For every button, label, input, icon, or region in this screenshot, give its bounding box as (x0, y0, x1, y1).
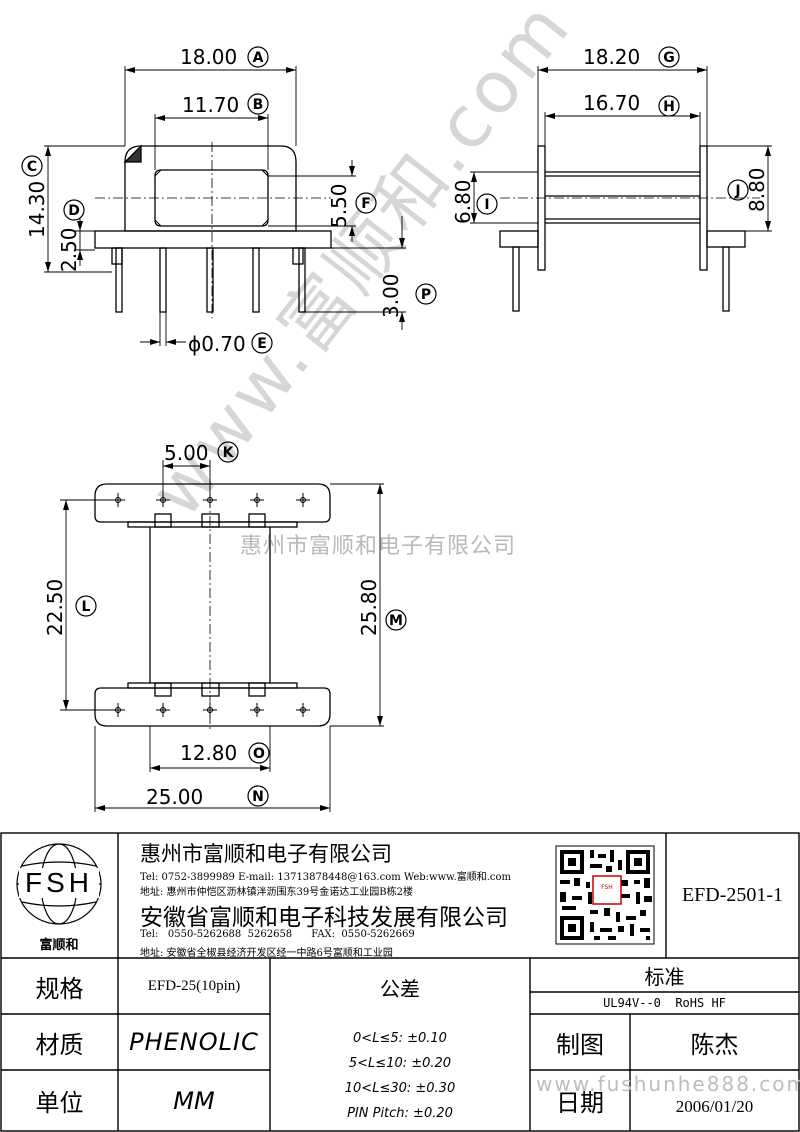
callout-D: D (68, 203, 80, 219)
company1-contact: Tel: 0752-3899989 E-mail: 13713878448@16… (140, 872, 511, 883)
site-watermark: www.fushunhe888.com (536, 1072, 800, 1096)
part-number: EFD-2501-1 (681, 884, 784, 906)
callout-E: E (257, 336, 267, 352)
dim-O-value: 12.80 (180, 741, 237, 765)
dimension-letters: A B C D F P E G H I J K L M O N (27, 50, 741, 805)
title-block: FSH FSH 富顺和 惠州市富顺和电子有限公司 Tel: 0752-38999… (0, 832, 800, 1132)
material-label: 材质 (35, 1030, 84, 1059)
dimension-labels: 18.00 11.70 14.30 2.50 5.50 3.00 ϕ0.70 1… (25, 45, 769, 809)
side-view (499, 145, 760, 312)
dim-G-value: 18.20 (583, 45, 640, 69)
callout-I: I (484, 197, 489, 213)
tolerance-line: PIN Pitch: ±0.20 (347, 1106, 453, 1121)
material-value: PHENOLIC (129, 1028, 259, 1056)
dim-C-value: 14.30 (25, 181, 49, 238)
spec-value: EFD-25(10pin) (147, 977, 241, 994)
dim-P-value: 3.00 (379, 273, 403, 318)
front-view-dimensions (44, 66, 406, 346)
callout-M: M (389, 613, 403, 629)
callout-J: J (734, 183, 740, 199)
callout-O: O (253, 746, 265, 762)
date-value: 2006/01/20 (675, 1096, 754, 1116)
top-view-pins (111, 493, 310, 717)
tolerance-line: 10<L≤30: ±0.30 (344, 1081, 456, 1096)
callout-N: N (252, 789, 264, 805)
logo-text: FSH (19, 868, 99, 898)
tolerance-label: 公差 (380, 976, 420, 1001)
company1-address: 地址: 惠州市仲恺区沥林镇泮沥围东39号金诺达工业园B栋2楼 (140, 887, 413, 898)
date-label: 日期 (556, 1089, 604, 1117)
qr-code (555, 845, 655, 945)
dimension-callouts (21, 46, 749, 807)
unit-label: 单位 (35, 1089, 84, 1117)
dim-K-value: 5.00 (164, 441, 209, 465)
standard-label: 标准 (644, 964, 685, 989)
top-view-dimensions (60, 460, 384, 812)
qr-center-text: FSH (601, 884, 613, 891)
callout-C: C (27, 159, 37, 175)
drawn-label: 制图 (556, 1030, 604, 1059)
dim-E-value: ϕ0.70 (188, 332, 246, 356)
dim-N-value: 25.00 (146, 785, 203, 809)
dim-M-value: 25.80 (357, 579, 381, 636)
dim-H-value: 16.70 (583, 91, 640, 115)
spec-label: 规格 (35, 974, 84, 1003)
bobbin-drawing: 18.00 11.70 14.30 2.50 5.50 3.00 ϕ0.70 1… (21, 45, 772, 812)
unit-value: MM (173, 1086, 215, 1115)
front-view (94, 142, 332, 318)
drawn-value: 陈杰 (690, 1030, 739, 1059)
tolerance-line: 0<L≤5: ±0.10 (353, 1031, 447, 1046)
logo-caption: 富顺和 (39, 938, 79, 953)
dim-I-value: 6.80 (451, 179, 475, 224)
standard-value: UL94V--0 RoHS HF (603, 996, 726, 1010)
callout-G: G (663, 50, 675, 66)
callout-H: H (663, 99, 675, 115)
callout-P: P (421, 287, 431, 303)
dim-B-value: 11.70 (182, 93, 239, 117)
callout-B: B (253, 97, 264, 113)
callout-K: K (223, 445, 235, 461)
dim-J-value: 8.80 (745, 167, 769, 212)
tolerance-line: 5<L≤10: ±0.20 (348, 1056, 452, 1071)
dim-F-value: 5.50 (327, 183, 351, 228)
title-block-grid (0, 832, 800, 1132)
dim-L-value: 22.50 (43, 579, 67, 636)
company1-name: 惠州市富顺和电子有限公司 (140, 842, 392, 866)
company2-name: 安徽省富顺和电子科技发展有限公司 (140, 905, 508, 931)
callout-F: F (361, 196, 371, 212)
tolerance-list: 0<L≤5: ±0.10 5<L≤10: ±0.20 10<L≤30: ±0.3… (270, 1026, 530, 1126)
callout-L: L (82, 599, 91, 615)
company2-address: 地址: 安徽省全椒县经济开发区经一中路6号富顺和工业园 (140, 948, 393, 959)
callout-A: A (253, 50, 264, 66)
company2-contact: Tel: 0550-5262688 5262658 FAX: 0550-5262… (140, 929, 415, 940)
side-view-dimensions (470, 66, 772, 232)
top-view (94, 480, 331, 730)
dim-D-value: 2.50 (57, 227, 81, 272)
dim-A-value: 18.00 (180, 45, 237, 69)
